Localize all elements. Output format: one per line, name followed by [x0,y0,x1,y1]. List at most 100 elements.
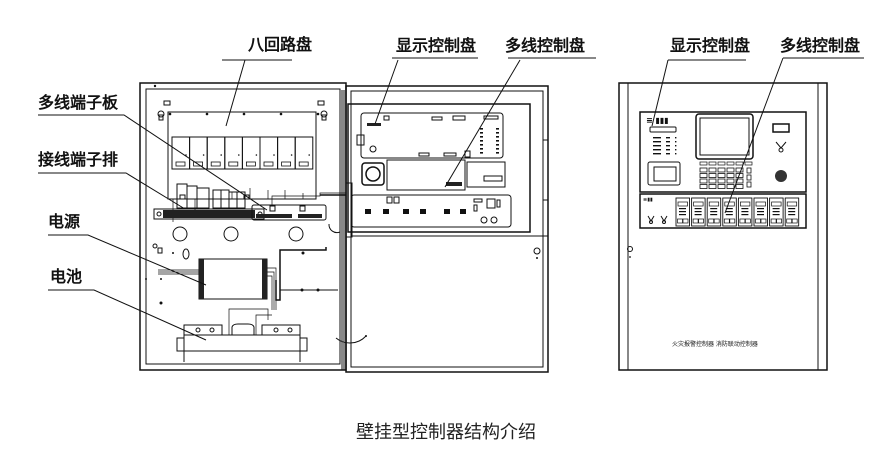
keypad-key [726,178,735,184]
module-led [710,214,718,216]
keypad-key [708,167,717,173]
module-display [771,201,782,207]
battery-terminal [183,324,223,336]
led-indicator [480,132,483,134]
front-small-display [647,161,681,186]
module-display [740,201,751,207]
multiline-module [737,197,753,227]
loop-board [294,136,314,170]
module-led [757,214,764,216]
module-display [677,201,688,207]
speaker-grille [775,170,787,182]
right-cabinet: ≡ ▮▮▮ ≡▮▮ 火灾报警控制器 消防联动控制器 [618,82,828,371]
module-button [698,218,704,224]
module-led [679,214,686,216]
module-led [757,208,764,210]
module-led [725,208,733,210]
loop-board [277,136,296,170]
module-led [772,211,780,213]
module-led [725,211,733,213]
module-button [692,218,699,224]
led-row [675,153,677,155]
loop-board-connector [263,161,274,167]
led-row [666,145,670,147]
module-led [772,214,780,216]
led-row [666,141,670,143]
function-key [708,161,717,166]
lock-icon [627,246,633,252]
multiline-module [784,197,800,227]
knockout [223,226,239,242]
figure-caption: 壁挂型控制器结构介绍 [356,422,536,443]
module-button [745,218,751,224]
keypad-key [717,167,726,173]
module-led [694,211,702,213]
module-button [739,218,746,224]
led-row [675,149,677,151]
module-led [788,211,796,213]
module-led [694,208,702,210]
led-row [653,153,661,155]
multiline-module [706,197,722,227]
loop-board [224,136,243,170]
nav-key [746,181,752,188]
led-indicator [496,136,499,138]
keypad-key [708,184,717,189]
module-led [679,208,686,210]
led-indicator [496,132,499,134]
keypad-key [735,167,744,173]
svg-text:≡▮▮: ≡▮▮ [643,197,653,203]
multiline-terminal-board [251,204,327,221]
terminal-strip-hatch [163,210,255,218]
module-led [757,211,764,213]
function-key [699,161,708,166]
led-row [675,141,677,143]
module-led [694,214,702,216]
leader-lines-right [651,57,864,214]
led-indicator [480,148,483,150]
module-led [741,208,749,210]
loop-board-connector [298,161,309,167]
module-button [729,218,736,224]
loop-board-connector [245,161,256,167]
front-keypad [699,161,753,189]
relay [444,209,450,214]
led-indicator [480,140,483,142]
multiline-control-board [350,194,512,228]
loop-board [259,136,279,170]
keypad-key [708,178,717,184]
multiline-module [722,197,737,227]
cabinet-door [345,85,549,373]
module-button [708,218,715,224]
module-led [788,208,796,210]
led-row [653,137,661,139]
led-indicator [496,128,499,130]
front-multiline-control-panel [639,193,807,229]
cabinet-front [618,82,828,371]
led-row [653,145,661,147]
relay [383,209,389,214]
cabinet-body [139,82,347,371]
multiline-module [769,197,784,227]
led-indicator [496,152,499,154]
multiline-module [675,197,690,227]
led-indicator [496,148,499,150]
loop-board-connector [175,161,186,167]
module-display [724,201,735,207]
module-button [786,218,793,224]
relay [365,209,371,214]
label-battery: 电池 [50,267,82,286]
front-product-caption: 火灾报警控制器 消防联动控制器 [672,340,758,348]
printer-slot [772,123,790,133]
module-button [770,218,777,224]
keypad-key [717,173,726,178]
led-indicator [480,128,483,130]
function-key [744,161,753,166]
module-button [760,218,767,224]
battery-terminal [261,324,301,336]
keypad-key [717,184,726,189]
board-housing [347,103,531,233]
keypad-key [708,173,717,178]
keyhole-icon [320,110,328,121]
keypad-key [699,178,708,184]
